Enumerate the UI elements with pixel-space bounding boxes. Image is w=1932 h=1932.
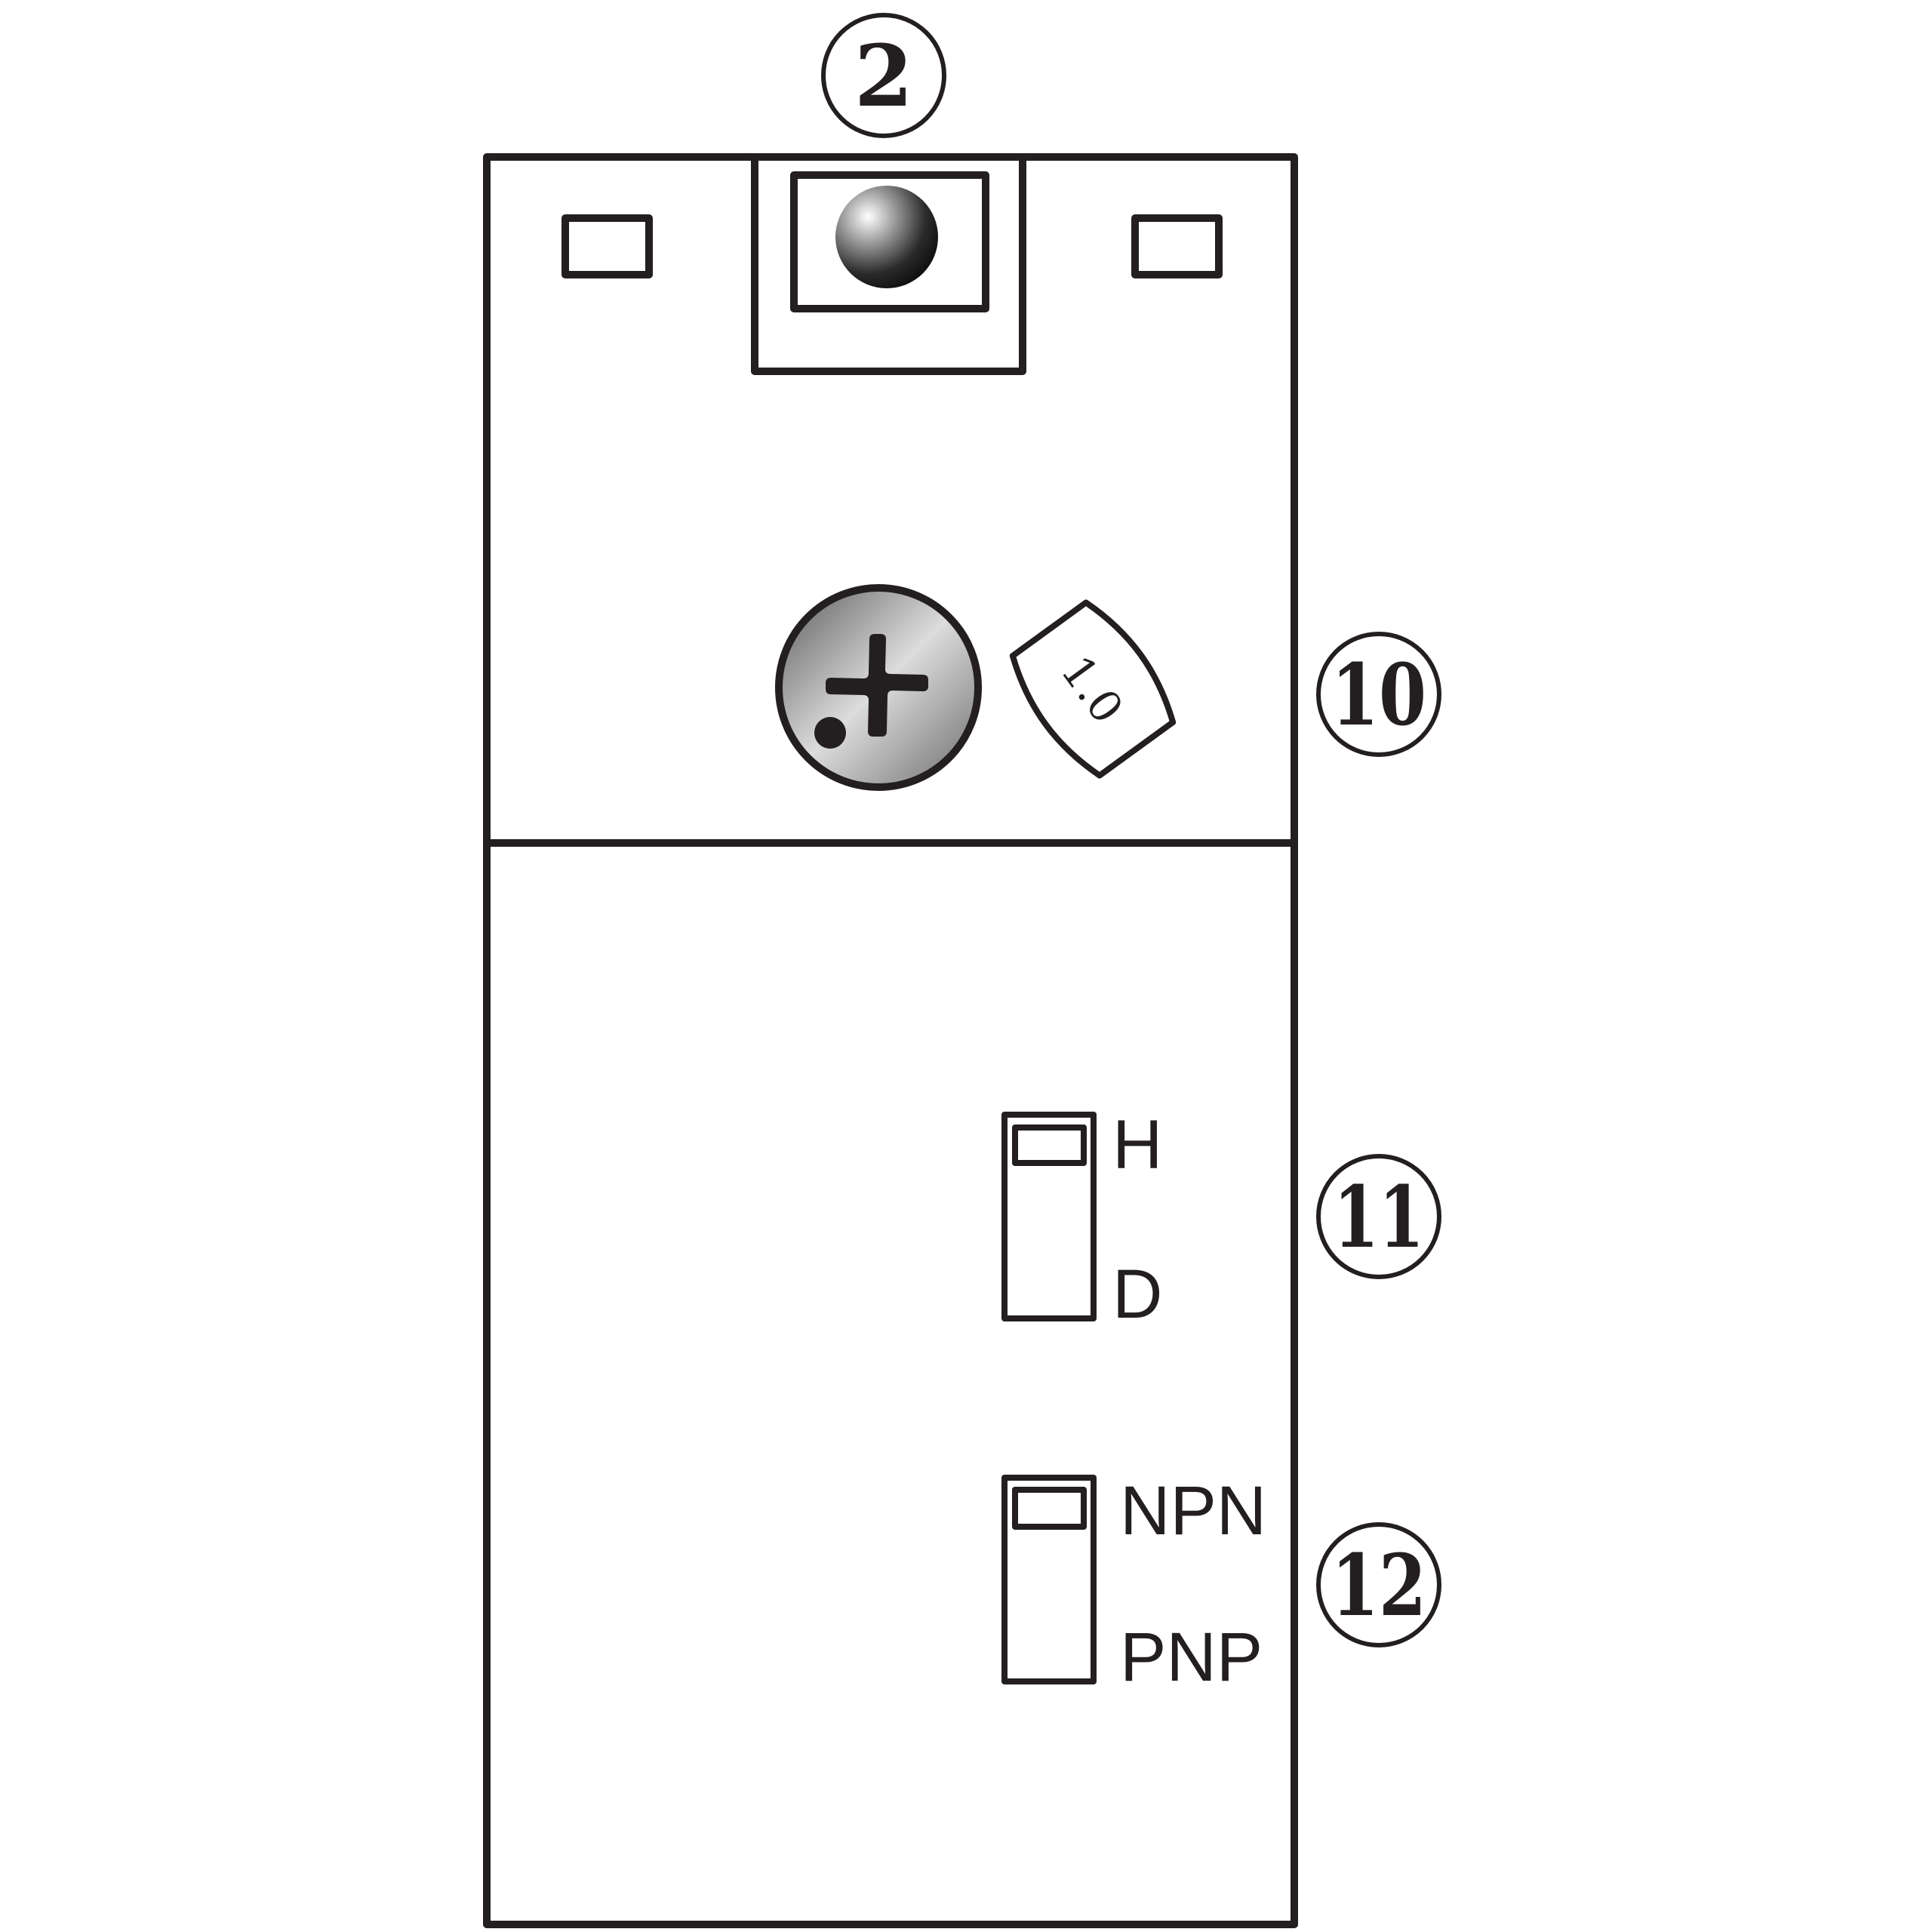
mount-slot-right — [1131, 214, 1223, 278]
adjuster-section: 1.0 — [775, 584, 1177, 791]
mode-switch-lower-label: D — [1112, 1256, 1162, 1333]
mount-slot-left — [561, 214, 653, 278]
phillips-screw-icon[interactable] — [775, 584, 982, 791]
callout-10-number: 10 — [1331, 646, 1426, 745]
indicator-housing — [751, 153, 1026, 375]
callout-12: 12 — [1316, 1522, 1441, 1647]
indicator-lamp-icon — [835, 186, 938, 288]
output-switch[interactable]: NPN PNP — [1001, 1472, 1266, 1696]
adjuster-scale-label: 1.0 — [1009, 599, 1177, 779]
scale-plate — [1009, 599, 1177, 779]
indicator-window — [790, 171, 989, 312]
output-switch-upper-label: NPN — [1120, 1472, 1266, 1549]
callout-2: 2 — [821, 13, 946, 138]
mode-switch-knob[interactable] — [1012, 1124, 1087, 1166]
callout-10-ring — [1316, 632, 1441, 757]
callout-2-ring — [821, 13, 946, 138]
callout-12-number: 12 — [1331, 1537, 1426, 1635]
scale-value: 1.0 — [1051, 646, 1134, 733]
output-switch-lower-label: PNP — [1120, 1619, 1263, 1696]
output-switch-track — [1001, 1475, 1097, 1684]
mode-switch-track — [1001, 1112, 1097, 1321]
callout-11: 11 — [1316, 1154, 1441, 1279]
callout-2-number: 2 — [854, 27, 913, 126]
mode-switch-upper-label: H — [1112, 1106, 1162, 1183]
housing-outline — [483, 153, 1298, 1928]
callout-11-number: 11 — [1334, 1168, 1424, 1267]
callout-11-ring — [1316, 1154, 1441, 1279]
callout-12-ring — [1316, 1522, 1441, 1647]
indicator-section — [561, 153, 1223, 375]
callout-10: 10 — [1316, 632, 1441, 757]
housing — [483, 153, 1298, 1928]
mode-switch[interactable]: H D — [1001, 1106, 1162, 1333]
output-switch-knob[interactable] — [1012, 1487, 1087, 1530]
